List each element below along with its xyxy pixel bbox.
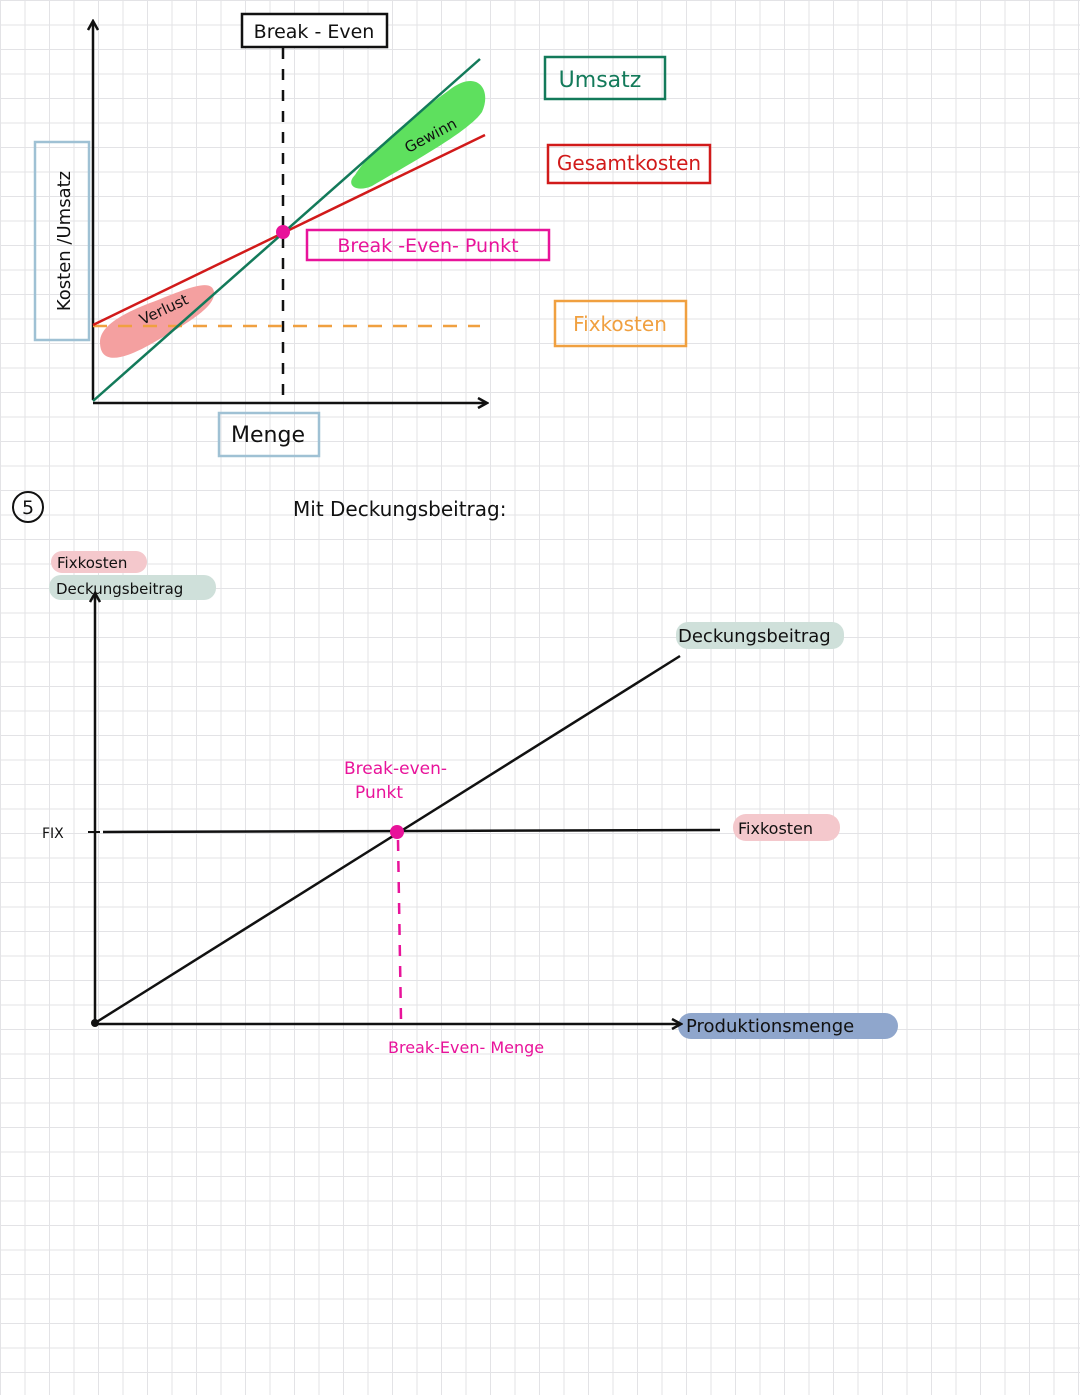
section-heading: Mit Deckungsbeitrag:: [293, 497, 506, 521]
bem-label: Break-Even- Menge: [388, 1038, 544, 1057]
xlabel-produktionsmenge: Produktionsmenge: [686, 1016, 854, 1037]
ylabel-fixkosten: Fixkosten: [57, 554, 127, 572]
break-even-diagram: Break - Even Kosten /Umsatz Menge Gewinn…: [33, 12, 712, 458]
y-axis-label-box: [33, 140, 91, 342]
legend-bep-box: [305, 228, 551, 262]
label-fixkosten-line: Fixkosten: [738, 819, 813, 838]
bep-label-line1: Break-even-: [344, 759, 447, 779]
fixkosten-line-bottom: [102, 828, 721, 834]
xlabel-highlight: [678, 1013, 898, 1039]
section-number: 5: [22, 497, 34, 519]
legend-fixkosten: Fixkosten: [573, 312, 667, 336]
break-even-menge-line: [396, 839, 403, 1021]
bep-label-line2: Punkt: [355, 783, 403, 803]
legend-umsatz: Umsatz: [559, 68, 642, 93]
deckungsbeitrag-diagram: FIX Fixkosten Deckungsbeitrag Deckungsbe…: [42, 551, 898, 1057]
verlust-area: [100, 285, 215, 358]
break-even-point: [276, 225, 290, 239]
legend-gesamtkosten-box: [546, 143, 712, 185]
x-axis-label: Menge: [231, 423, 305, 448]
break-even-box: [240, 12, 389, 49]
section-number-circle: [12, 491, 44, 523]
break-even-point-bottom: [390, 825, 404, 839]
ylabel-fix-highlight: [51, 551, 147, 573]
line-db-highlight: [676, 622, 844, 649]
y-axis-label: Kosten /Umsatz: [54, 171, 75, 311]
x-axis-label-box: [217, 411, 321, 458]
gewinn-area: [351, 81, 486, 189]
ylabel-deckungsbeitrag: Deckungsbeitrag: [56, 580, 183, 598]
break-even-box-label: Break - Even: [254, 21, 375, 43]
legend-umsatz-box: [543, 55, 667, 101]
legend-gesamtkosten: Gesamtkosten: [557, 151, 701, 175]
deckungsbeitrag-line: [94, 654, 681, 1025]
line-fix-highlight: [733, 814, 840, 841]
legend-fixkosten-box: [553, 299, 688, 348]
legend-bep: Break -Even- Punkt: [337, 235, 518, 257]
section-5-header: 5 Mit Deckungsbeitrag:: [12, 491, 506, 523]
fix-tick-label: FIX: [42, 826, 64, 842]
label-deckungsbeitrag-line: Deckungsbeitrag: [678, 626, 831, 647]
